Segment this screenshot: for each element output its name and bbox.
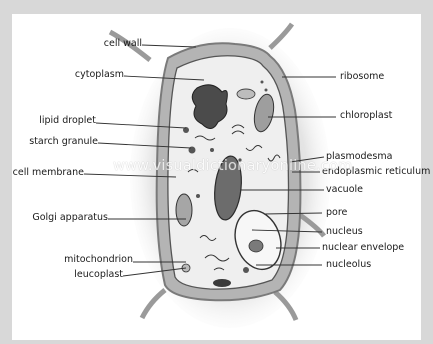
label-vacuole: vacuole	[326, 184, 363, 195]
label-mitochondrion: mitochondrion	[40, 254, 133, 265]
label-starch-granule: starch granule	[16, 136, 98, 147]
label-nuclear-envelope: nuclear envelope	[322, 242, 404, 253]
label-golgi-apparatus: Golgi apparatus	[16, 212, 108, 223]
label-nucleus: nucleus	[326, 226, 363, 237]
label-ribosome: ribosome	[340, 71, 384, 82]
nucleolus-shape	[249, 240, 263, 252]
label-cell-membrane: cell membrane	[6, 167, 84, 178]
label-chloroplast: chloroplast	[340, 110, 392, 121]
label-pore: pore	[326, 207, 347, 218]
label-lipid-droplet: lipid droplet	[20, 115, 96, 126]
watermark: www.visualdictionaryonline.com	[113, 158, 352, 174]
label-nucleolus: nucleolus	[326, 259, 371, 270]
label-leucoplast: leucoplast	[55, 269, 123, 280]
label-cytoplasm: cytoplasm	[60, 69, 124, 80]
label-cell-wall: cell wall	[82, 38, 142, 49]
